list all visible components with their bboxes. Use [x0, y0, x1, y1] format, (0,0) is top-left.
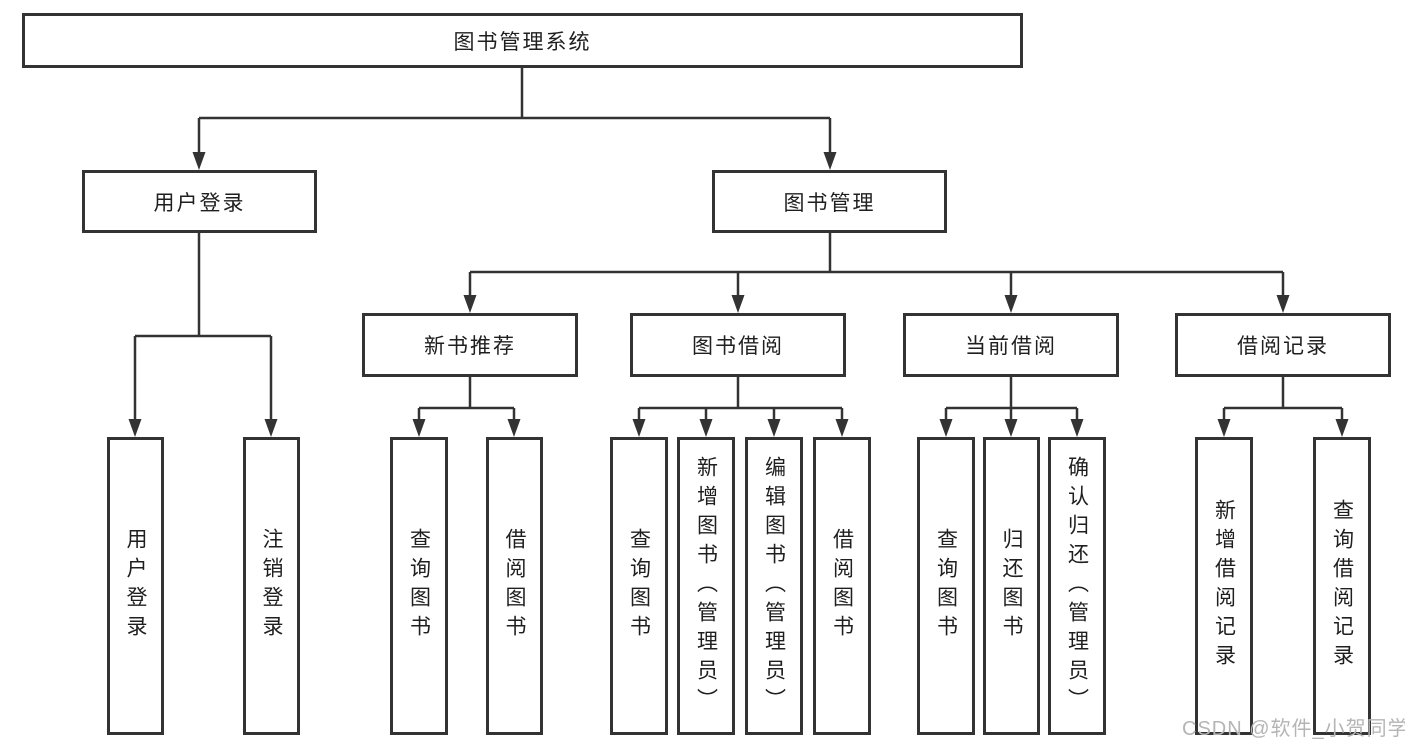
- leaf-query-books-recommend: 查询图书: [390, 437, 448, 735]
- leaf-edit-book-admin: 编辑图书（管理员）: [745, 437, 803, 735]
- leaf-confirm-return-admin: 确认归还（管理员）: [1048, 437, 1106, 735]
- node-new-book-recommend: 新书推荐: [362, 313, 578, 377]
- leaf-add-book-admin: 新增图书（管理员）: [677, 437, 735, 735]
- node-book-borrow: 图书借阅: [630, 313, 846, 377]
- csdn-watermark: CSDN @软件_小贺同学: [1182, 718, 1405, 740]
- leaf-borrow-books-recommend: 借阅图书: [486, 437, 543, 735]
- leaf-logout: 注销登录: [243, 437, 300, 735]
- leaf-query-books-borrow: 查询图书: [610, 437, 668, 735]
- leaf-user-login: 用户登录: [107, 437, 164, 735]
- leaf-query-borrow-record: 查询借阅记录: [1313, 437, 1371, 735]
- node-user-login: 用户登录: [82, 170, 317, 233]
- node-library-management-system: 图书管理系统: [22, 13, 1023, 68]
- leaf-add-borrow-record: 新增借阅记录: [1195, 437, 1253, 735]
- leaf-borrow-books: 借阅图书: [813, 437, 871, 735]
- leaf-query-books-current: 查询图书: [917, 437, 975, 735]
- node-borrow-records: 借阅记录: [1175, 313, 1391, 377]
- node-current-borrow: 当前借阅: [903, 313, 1119, 377]
- node-book-management: 图书管理: [712, 170, 947, 233]
- leaf-return-book: 归还图书: [983, 437, 1040, 735]
